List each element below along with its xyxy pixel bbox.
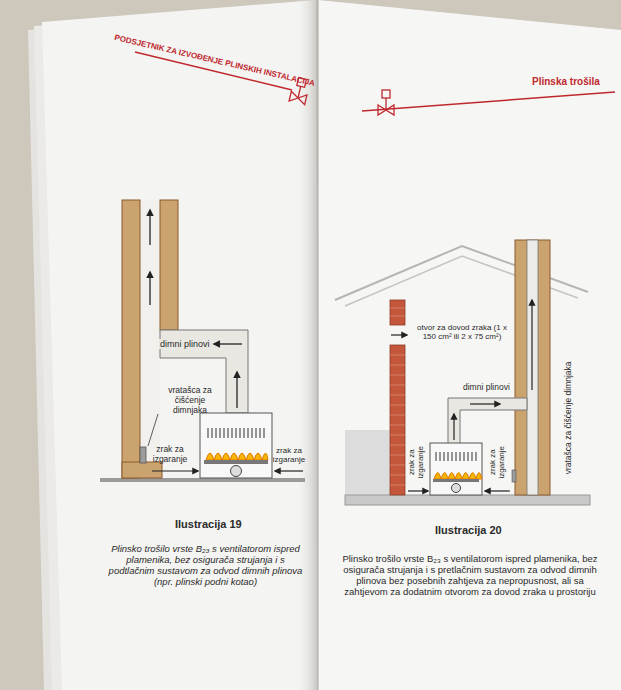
left-page [42,0,318,690]
right-page [318,0,621,690]
figure-number: Ilustracija 20 [435,524,502,537]
flow-label: dimni plinovi [463,383,510,393]
figure-caption: Plinsko trošilo vrste B₂₃ s ventilatorom… [103,544,308,588]
illustration-20 [335,240,590,505]
cleaning-door [140,447,146,463]
figure-number: Ilustracija 19 [175,518,242,531]
air-label: zrak za izgaranje [272,446,306,464]
brick-wall [390,300,405,325]
air-label: zrak za izgaranje [407,437,425,487]
running-head: Plinska trošila [532,76,600,88]
figure-caption: Plinsko trošilo vrste B₂₃ s ventilatorom… [334,554,606,598]
brick-wall [390,345,405,495]
air-label: zrak za izgaranje [149,445,191,465]
valve-symbol [378,90,394,115]
boiler [430,443,482,495]
chimney [515,240,550,495]
opening-label: otvor za dovod zraka (1 x 150 cm² ili 2 … [410,323,514,341]
illustration-19 [100,200,305,482]
air-label: zrak za izgaranje [488,437,506,487]
boiler [200,413,272,478]
flow-label: dimni plinovi [159,339,211,349]
part-label: vratašca za čišćenje dimnjaka [159,386,221,415]
part-label: vratašca za čišćenje dimnjaka [564,361,574,474]
